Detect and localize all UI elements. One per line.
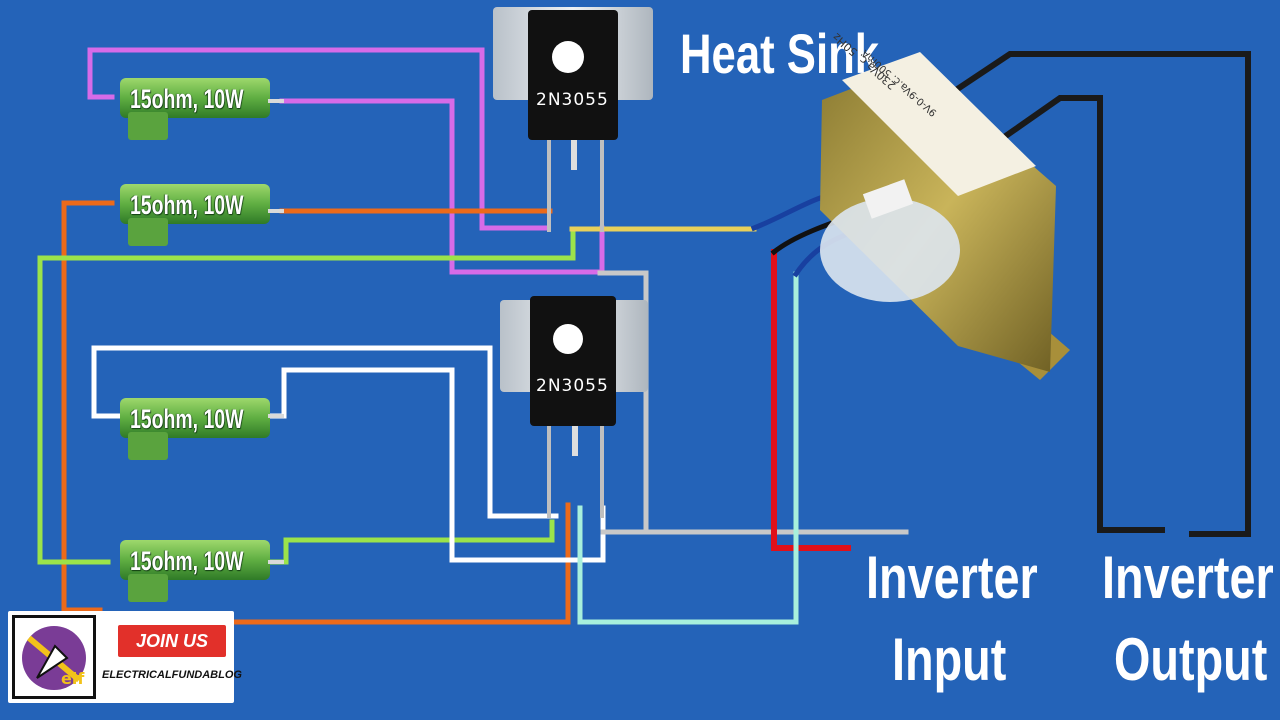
inverter-input-label-line1: Inverter [866,544,1038,611]
transistor-bottom [500,296,648,518]
resistor-label: 15ohm, 10W [130,190,244,220]
mounting-hole [552,41,584,73]
join-us-button[interactable]: JOIN US [118,625,226,657]
transistor-pin [571,140,577,170]
transistor-pin [600,140,604,232]
transistor-top [493,7,653,232]
black-wire [995,95,1165,533]
black-wire [939,51,1251,537]
transformer [820,52,1070,380]
resistor-label: 15ohm, 10W [130,546,244,576]
transistor-pin [547,426,551,518]
transformer-face [842,52,1036,196]
transistor-label: 2N3055 [536,376,609,396]
blog-name: ELECTRICALFUNDABLOG [102,669,242,681]
green-wire [37,227,576,565]
resistor-label: 15ohm, 10W [130,84,244,114]
transformer-coil [820,198,960,302]
inverter-input-label-line2: Input [892,626,1007,693]
gray-wire [597,270,649,535]
green-wire [259,519,555,565]
resistor-2 [120,184,284,246]
orange-wire [61,200,115,613]
resistor-3 [120,398,284,460]
resistor-4 [120,540,284,602]
inverter-output-label-line2: Output [1114,626,1268,693]
red-wire [771,249,851,551]
magenta-wire [279,98,605,275]
brand-logo-icon: elf [22,626,86,690]
transistor-label: 2N3055 [536,90,609,110]
white-wire [91,345,559,519]
brand-badge[interactable]: elf JOIN US ELECTRICALFUNDABLOG [8,611,242,703]
brand-logo: elf [12,615,96,699]
resistor-label: 15ohm, 10W [130,404,244,434]
transistor-body [528,10,618,140]
inverter-output-label-line1: Inverter [1102,544,1274,611]
terminal-block [862,179,914,219]
transistor-body [530,296,616,426]
heat-sink-label: Heat Sink [680,22,880,85]
orange-wire [233,502,571,625]
aqua-wire [577,271,799,625]
magenta-wire [87,47,551,231]
resistor-1 [120,78,284,140]
transistor-pin [572,426,578,456]
logo-text: elf [61,669,85,688]
transistor-pin [600,426,604,518]
transistor-pin [547,140,551,232]
mounting-hole [553,324,583,354]
